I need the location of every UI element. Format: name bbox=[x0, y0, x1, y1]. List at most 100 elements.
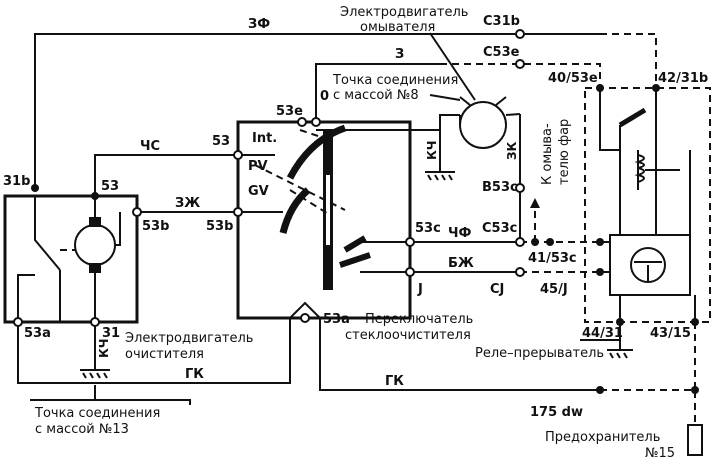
wire-label-kch-right: КЧ bbox=[425, 140, 439, 160]
dot-4231b bbox=[652, 84, 660, 92]
wiper-motor-brush-top bbox=[89, 217, 101, 227]
relay-coil bbox=[634, 154, 645, 183]
wire-zf-top bbox=[34, 33, 600, 188]
terminal-53e-switch: 53e bbox=[276, 104, 303, 119]
terminal-53b-switch: 53b bbox=[206, 219, 233, 234]
wiper-switch bbox=[236, 120, 412, 320]
wires bbox=[17, 33, 696, 425]
relay-contact bbox=[618, 107, 647, 128]
caption-washer-motor-1: Электродвигатель bbox=[340, 5, 468, 20]
leader-washer-motor bbox=[429, 32, 476, 101]
terminal-31-motor: 31 bbox=[102, 326, 120, 341]
relay-module bbox=[609, 234, 691, 296]
terminal-53a-switch: 53a bbox=[323, 312, 350, 327]
ring-53c-sw bbox=[405, 237, 415, 247]
dot-175dw bbox=[596, 386, 604, 394]
dot-4431 bbox=[616, 318, 624, 326]
switch-contact-b bbox=[339, 252, 371, 268]
dot-junction-b bbox=[546, 238, 554, 246]
terminal-j-switch: J bbox=[417, 282, 423, 297]
terminal-4431: 44/31 bbox=[582, 326, 623, 341]
wire-label-z: З bbox=[395, 47, 404, 62]
washer-motor-circle bbox=[459, 101, 507, 149]
fuse-15 bbox=[687, 424, 703, 456]
caption-fuse-2: №15 bbox=[645, 446, 675, 461]
wire-label-gk-right: ГК bbox=[385, 374, 404, 389]
terminal-45j: 45/J bbox=[540, 282, 568, 297]
ring-0 bbox=[311, 117, 321, 127]
terminal-c53e: C53e bbox=[483, 45, 520, 60]
relay-box bbox=[584, 87, 711, 323]
terminal-0: 0 bbox=[320, 89, 329, 104]
relay-wheel bbox=[630, 247, 666, 283]
relay-wheel-spokes bbox=[634, 261, 662, 281]
switch-arc-inner bbox=[279, 187, 311, 234]
wire-label-chf: ЧФ bbox=[448, 226, 472, 241]
caption-headlamp-washer-1: К омыва- bbox=[540, 123, 555, 185]
ground-8-symbol bbox=[425, 171, 455, 181]
wire-gk-right-dashed bbox=[600, 389, 696, 425]
terminal-cj: CJ bbox=[490, 282, 504, 297]
ground-relay-symbol bbox=[607, 349, 633, 359]
switch-position-pv: PV bbox=[248, 159, 268, 174]
leaders bbox=[30, 32, 620, 405]
caption-wiper-switch-1: Переключатель bbox=[365, 312, 473, 327]
terminal-53a-motor: 53a bbox=[24, 326, 51, 341]
caption-washer-motor-2: омывателя bbox=[360, 20, 435, 35]
ring-c31b bbox=[515, 29, 525, 39]
caption-relay: Реле–прерыватель bbox=[475, 346, 604, 361]
switch-contact-lines bbox=[238, 154, 410, 273]
terminal-4231b: 42/31b bbox=[658, 71, 708, 86]
wire-label-kch-left: КЧ bbox=[97, 338, 111, 358]
washer-motor bbox=[459, 96, 521, 149]
relay-connect bbox=[600, 241, 696, 322]
terminal-53-motor: 53 bbox=[101, 179, 119, 194]
relay-internal bbox=[599, 88, 691, 235]
caption-fuse-1: Предохранитель bbox=[545, 430, 660, 445]
terminal-53-switch: 53 bbox=[212, 134, 230, 149]
grounds bbox=[80, 171, 633, 379]
wire-label-zk: ЗК bbox=[505, 141, 519, 160]
dot-45j bbox=[596, 268, 604, 276]
wire-label-zf: ЗФ bbox=[248, 17, 270, 32]
dot-4153c bbox=[596, 238, 604, 246]
terminal-31b: 31b bbox=[3, 174, 30, 189]
terminal-53b-motor: 53b bbox=[142, 219, 169, 234]
wire-label-zzh: ЗЖ bbox=[175, 196, 200, 211]
terminal-4315: 43/15 bbox=[650, 326, 691, 341]
switch-position-int: Int. bbox=[252, 131, 277, 146]
caption-ground13-1: Точка соединения bbox=[34, 406, 160, 421]
caption-ground8-1: Точка соединения bbox=[332, 73, 458, 88]
wire-z-top-dashed bbox=[440, 63, 601, 88]
wiper-motor-armature bbox=[74, 224, 116, 266]
wiper-motor-internal bbox=[34, 196, 121, 322]
caption-wiper-motor-1: Электродвигатель bbox=[125, 331, 253, 346]
ring-c53e bbox=[515, 59, 525, 69]
ring-53-sw bbox=[233, 150, 243, 160]
ring-53e-sw bbox=[297, 117, 307, 127]
leader-ground8 bbox=[429, 94, 461, 101]
terminal-53c-switch: 53c bbox=[415, 221, 441, 236]
caption-ground8-2: с массой №8 bbox=[333, 88, 419, 103]
ring-cj bbox=[515, 267, 525, 277]
dot-53-motor bbox=[91, 192, 99, 200]
caption-ground13-2: с массой №13 bbox=[35, 422, 129, 437]
ring-j-sw bbox=[405, 267, 415, 277]
switch-dashed bbox=[254, 129, 346, 216]
dot-fuse-top bbox=[691, 386, 699, 394]
headlamp-washer-arrow bbox=[530, 198, 540, 208]
wire-label-gk-left: ГК bbox=[185, 367, 204, 382]
wiper-motor bbox=[3, 194, 139, 324]
ring-53a-motor bbox=[13, 317, 23, 327]
wire-chs bbox=[94, 154, 238, 196]
junctions bbox=[13, 29, 699, 394]
wiper-motor-park-switch bbox=[17, 274, 35, 322]
wire-washer-ground bbox=[439, 114, 460, 172]
ring-c53c bbox=[515, 237, 525, 247]
wiper-switch-box bbox=[236, 120, 412, 320]
switch-slider-hollow bbox=[326, 175, 330, 245]
wire-z-top bbox=[315, 63, 440, 122]
wire-label-bzh: БЖ bbox=[448, 256, 474, 271]
ring-53b-motor bbox=[132, 207, 142, 217]
washer-motor-terminals bbox=[459, 96, 521, 125]
